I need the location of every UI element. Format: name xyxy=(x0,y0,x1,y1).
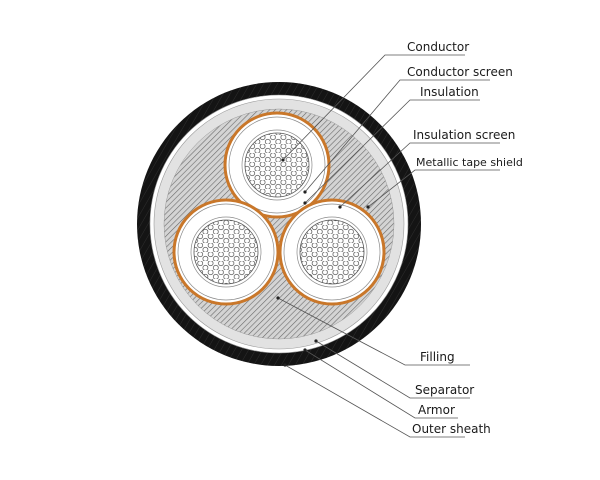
label-insulation: Insulation xyxy=(420,85,479,99)
leader-lines-bottom xyxy=(277,297,470,438)
label-conductor: Conductor xyxy=(407,40,469,54)
core-left xyxy=(172,198,280,306)
label-insulation-screen: Insulation screen xyxy=(413,128,515,142)
leader-conductor xyxy=(282,54,465,161)
label-separator: Separator xyxy=(415,383,474,397)
label-metallic-tape-shield: Metallic tape shield xyxy=(416,156,523,169)
leader-metallic-tape-shield xyxy=(367,169,500,208)
label-outer-sheath: Outer sheath xyxy=(412,422,491,436)
leader-filling xyxy=(277,297,470,366)
leader-conductor-screen xyxy=(304,79,490,193)
leader-outer-sheath xyxy=(284,364,465,438)
label-armor: Armor xyxy=(418,403,455,417)
label-conductor-screen: Conductor screen xyxy=(407,65,513,79)
leader-armor xyxy=(304,349,458,419)
leader-arrowheads-bottom xyxy=(276,296,318,367)
leader-lines-top xyxy=(282,54,500,208)
leader-arrowheads-top xyxy=(281,158,370,209)
leader-insulation xyxy=(304,99,480,204)
core-right xyxy=(278,198,386,306)
label-filling: Filling xyxy=(420,350,455,364)
leader-separator xyxy=(315,340,470,399)
leader-insulation-screen xyxy=(339,142,500,208)
